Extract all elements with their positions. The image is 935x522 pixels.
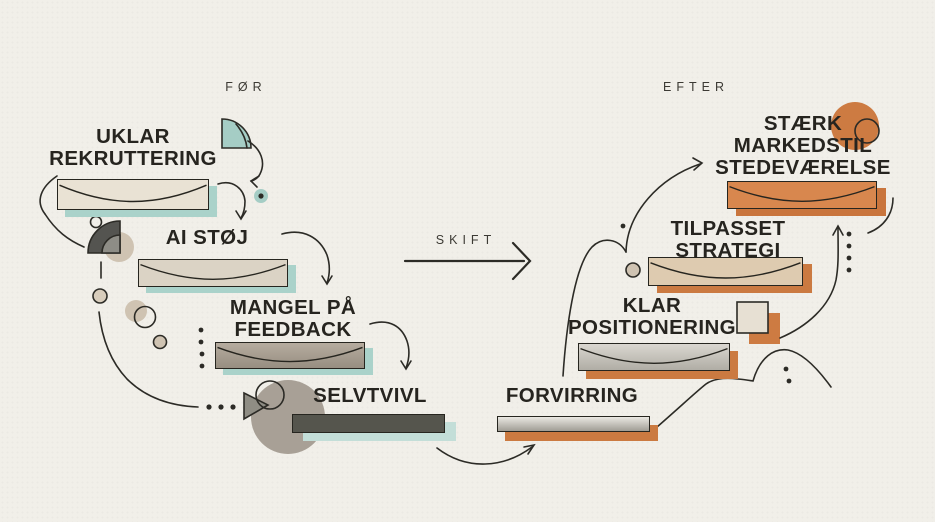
dots-column-right: [846, 231, 852, 273]
bar-swoosh-icon: [649, 258, 802, 285]
arrow-selv-to-forvirring: [436, 443, 536, 465]
node-label-tilpasset-strategi: TILPASSET STRATEGI: [670, 217, 786, 263]
stacked-squares-icon: [736, 301, 780, 344]
curve-forvirring-to-staerk: [562, 157, 704, 377]
dots-column-left: [198, 327, 205, 369]
quarter-fan-dark-icon: [87, 215, 134, 262]
teal-ring-dot-icon: [254, 189, 268, 203]
bar-swoosh-icon: [216, 343, 364, 368]
bar-mangel-pa-feedback: [215, 342, 365, 369]
after-section-label: EFTER: [663, 80, 729, 94]
shift-arrow-icon: [403, 241, 532, 281]
bar-tilpasset-strategi: [648, 257, 803, 286]
arrow-klar-to-staerk: [779, 224, 844, 339]
bar-klar-positionering: [578, 343, 730, 371]
bar-swoosh-icon: [58, 180, 208, 209]
arrow-fan-down: [247, 140, 264, 188]
bar-forvirring: [497, 416, 650, 432]
bar-uklar-rekruttering: [57, 179, 209, 210]
bar-ai-stoj: [138, 259, 288, 287]
small-arc-decoration: [867, 197, 894, 234]
node-label-uklar-rekruttering: UKLAR REKRUTTERING: [49, 125, 217, 171]
wavy-line-decoration: [656, 348, 832, 428]
node-label-forvirring: FORVIRRING: [505, 384, 639, 407]
shift-label: SKIFT: [435, 233, 497, 247]
before-section-label: FØR: [225, 80, 267, 94]
orange-circle-decoration: [831, 102, 880, 150]
node-label-klar-positionering: KLAR POSITIONERING: [567, 294, 737, 340]
ellipsis-dots-icon: [206, 404, 236, 410]
left-squiggle-decoration: [39, 175, 199, 408]
node-label-ai-stoj: AI STØJ: [165, 226, 249, 249]
bar-swoosh-icon: [139, 260, 287, 286]
bar-swoosh-icon: [728, 182, 876, 208]
bar-selvtvivl: [292, 414, 445, 433]
arrow-mangel-to-selv: [369, 321, 412, 371]
arrow-uklar-to-ai: [217, 182, 247, 221]
arrow-ai-to-mangel: [281, 231, 333, 286]
bar-staerk-markedstilstedevaerelse: [727, 181, 877, 209]
node-label-staerk-markedstilstedevaerelse: STÆRK MARKEDSTIL STEDEVÆRELSE: [715, 112, 891, 180]
node-label-selvtvivl: SELVTVIVL: [313, 384, 427, 407]
bar-swoosh-icon: [579, 344, 729, 370]
node-label-mangel-pa-feedback: MANGEL PÅ FEEDBACK: [229, 296, 357, 342]
quarter-fan-teal-icon: [221, 118, 252, 149]
selvtvivl-shape-cluster: [243, 380, 325, 454]
circle-cluster-decoration: [125, 300, 168, 350]
